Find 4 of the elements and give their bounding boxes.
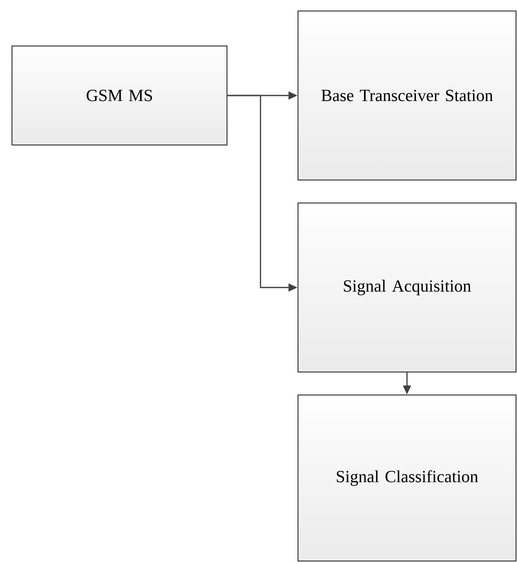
process-box: Signal Classification [298,394,516,562]
process-box: Signal Acquisition [298,202,516,372]
process-box: GSM MS [12,46,228,146]
process-box: Base Transceiver Station [298,10,516,180]
